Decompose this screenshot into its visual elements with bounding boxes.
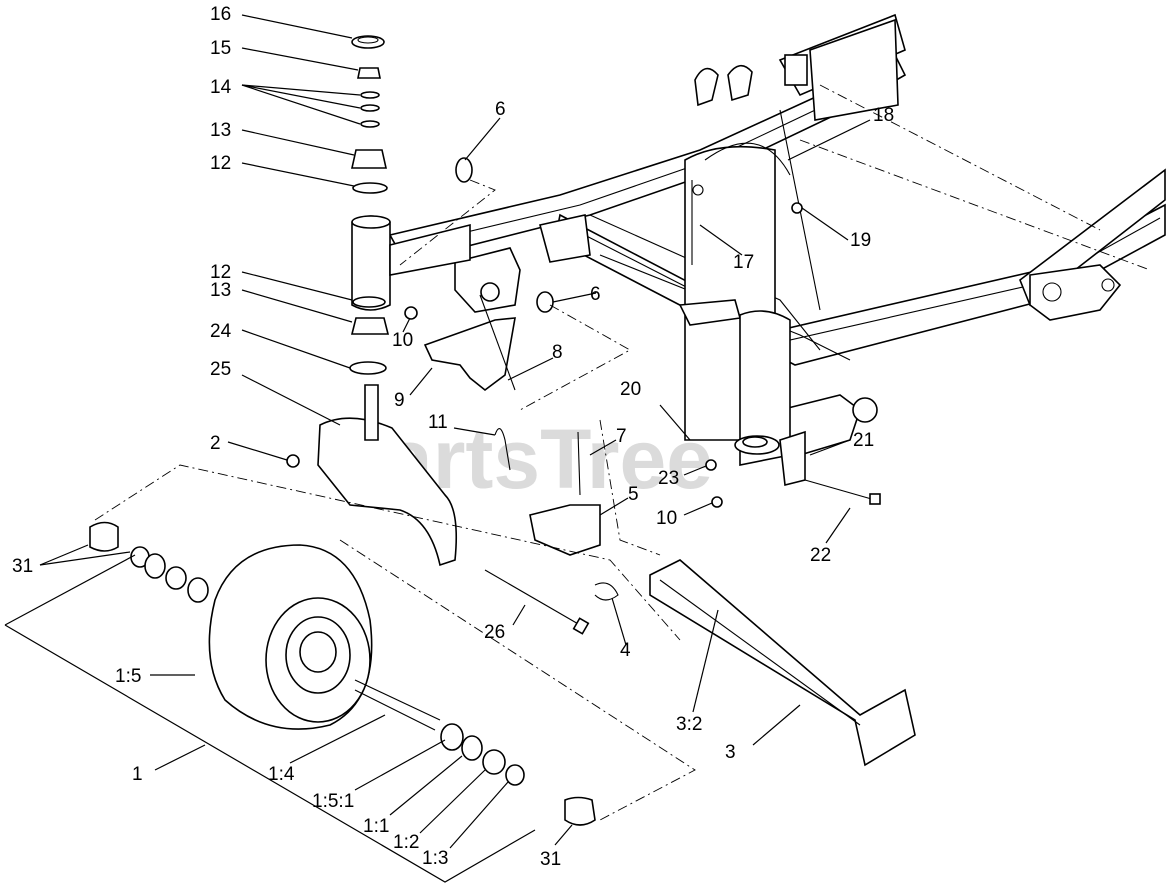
- mower-frame: [388, 13, 1166, 508]
- callout-24: 24: [210, 321, 232, 342]
- callout-4: 4: [620, 640, 631, 661]
- hitch-parts: [404, 157, 916, 767]
- callout-10-left: 10: [392, 330, 413, 351]
- callout-6-upper: 6: [495, 99, 506, 120]
- callout-25: 25: [210, 359, 231, 380]
- callout-13-lower: 13: [210, 280, 231, 301]
- callout-1-5: 1:5: [115, 666, 141, 687]
- callout-5: 5: [628, 484, 639, 505]
- callout-3: 3: [725, 742, 736, 763]
- callout-1-5-1: 1:5:1: [312, 791, 354, 812]
- leader-lines: [4, 14, 871, 883]
- callout-15: 15: [210, 38, 231, 59]
- callout-1-1: 1:1: [363, 816, 389, 837]
- callout-1: 1: [132, 764, 143, 785]
- callout-10-right: 10: [656, 508, 677, 529]
- callout-11: 11: [428, 412, 448, 433]
- caster-spindle-stack: [286, 35, 471, 567]
- callout-12-upper: 12: [210, 153, 231, 174]
- callout-12-lower: 12: [210, 262, 231, 283]
- callout-labels: 16 15 14 13 12 12 13 24 25 2 31 1:5 1 1:…: [12, 4, 894, 870]
- callout-8: 8: [552, 342, 563, 363]
- callout-31-left: 31: [12, 556, 33, 577]
- callout-17: 17: [733, 252, 754, 273]
- callout-13-upper: 13: [210, 120, 231, 141]
- callout-6-lower: 6: [590, 284, 601, 305]
- callout-20: 20: [620, 379, 641, 400]
- callout-19: 19: [850, 230, 871, 251]
- callout-1-2: 1:2: [393, 832, 419, 853]
- callout-2: 2: [210, 433, 221, 454]
- callout-7: 7: [616, 426, 627, 447]
- callout-16: 16: [210, 4, 231, 25]
- caster-wheel-assembly: [89, 521, 596, 826]
- callout-9: 9: [394, 390, 405, 411]
- callout-23: 23: [658, 468, 679, 489]
- callout-26: 26: [484, 622, 505, 643]
- callout-14: 14: [210, 77, 232, 98]
- callout-1-4: 1:4: [268, 764, 295, 785]
- callout-21: 21: [853, 430, 874, 451]
- callout-31-right: 31: [540, 849, 561, 870]
- assembly-dash-lines: [94, 84, 1151, 821]
- callout-1-3: 1:3: [422, 848, 448, 869]
- callout-22: 22: [810, 545, 831, 566]
- callout-3-2: 3:2: [676, 714, 702, 735]
- callout-18: 18: [873, 105, 894, 126]
